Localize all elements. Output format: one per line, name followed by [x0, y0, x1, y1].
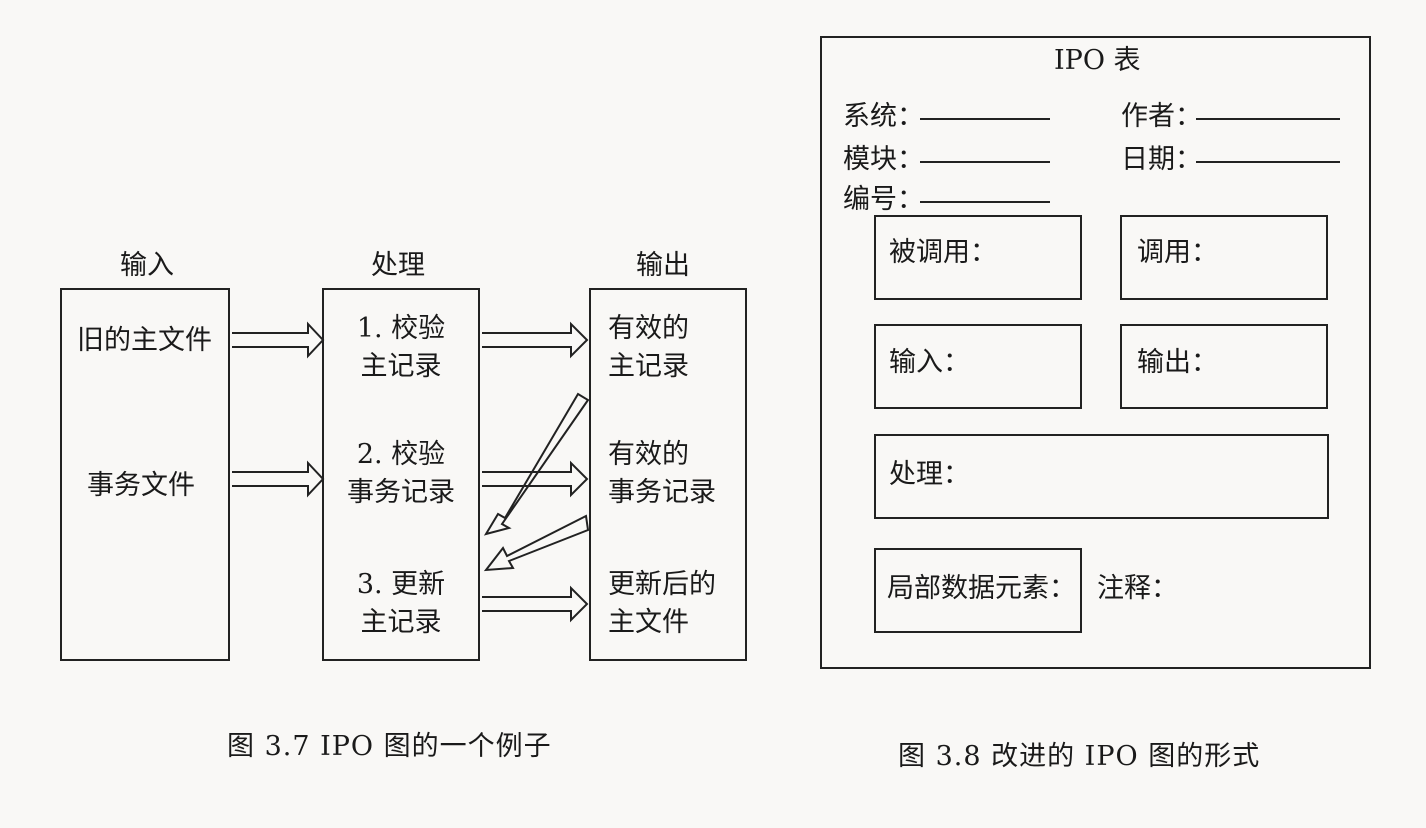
process-step-line: 主记录: [360, 607, 442, 638]
output-item-line: 更新后的: [608, 569, 716, 600]
arrow-icon: [483, 392, 590, 536]
output-column-header: 输出: [636, 250, 690, 281]
process-step-line: 主记录: [360, 351, 442, 382]
process-column-header: 处理: [371, 250, 425, 281]
number-field-line: [920, 201, 1050, 203]
input-label: 输入：: [889, 347, 970, 378]
figure-caption: 图 3.7 IPO 图的一个例子: [227, 731, 552, 762]
local-data-box: [874, 548, 1082, 633]
output-item-line: 有效的: [608, 313, 689, 344]
output-label: 输出：: [1137, 347, 1218, 378]
arrow-icon: [482, 321, 589, 359]
date-label: 日期：: [1121, 144, 1202, 175]
process-step: 3. 更新 主记录: [322, 566, 480, 642]
arrow-icon: [232, 321, 325, 359]
process-step: 2. 校验 事务记录: [322, 436, 480, 512]
ipo-form-frame: [820, 36, 1371, 669]
output-column-box: [589, 288, 747, 661]
process-label: 处理：: [889, 459, 970, 490]
date-field-line: [1196, 161, 1340, 163]
arrow-icon: [483, 514, 590, 572]
local-data-label: 局部数据元素：: [887, 573, 1076, 604]
author-label: 作者：: [1121, 101, 1202, 132]
process-step-line: 3. 更新: [356, 569, 446, 600]
arrow-icon: [482, 460, 589, 498]
input-box: [874, 324, 1082, 409]
author-field-line: [1196, 118, 1340, 120]
arrow-icon: [232, 460, 325, 498]
output-item-line: 有效的: [608, 439, 689, 470]
process-step: 1. 校验 主记录: [322, 310, 480, 386]
input-column-header: 输入: [120, 250, 174, 281]
system-field-line: [920, 118, 1050, 120]
ipo-form-title: IPO 表: [1054, 45, 1141, 76]
output-item: 更新后的 主文件: [608, 566, 716, 642]
called-by-box: [874, 215, 1082, 300]
output-box: [1120, 324, 1328, 409]
module-field-line: [920, 161, 1050, 163]
process-box: [874, 434, 1329, 519]
called-by-label: 被调用：: [889, 237, 997, 268]
number-label: 编号：: [843, 184, 924, 215]
arrow-icon: [482, 585, 589, 623]
process-step-line: 1. 校验: [356, 313, 446, 344]
process-column-box: [322, 288, 480, 661]
output-item-line: 主文件: [608, 607, 689, 638]
calls-box: [1120, 215, 1328, 300]
output-item-line: 主记录: [608, 351, 689, 382]
system-label: 系统：: [843, 101, 924, 132]
input-item: 旧的主文件: [77, 325, 212, 356]
module-label: 模块：: [843, 144, 924, 175]
input-column-box: [60, 288, 230, 661]
output-item-line: 事务记录: [608, 477, 716, 508]
figure-caption: 图 3.8 改进的 IPO 图的形式: [898, 741, 1261, 772]
input-item: 事务文件: [87, 470, 195, 501]
process-step-line: 2. 校验: [356, 439, 446, 470]
output-item: 有效的 事务记录: [608, 436, 716, 512]
calls-label: 调用：: [1137, 237, 1218, 268]
output-item: 有效的 主记录: [608, 310, 689, 386]
process-step-line: 事务记录: [347, 477, 455, 508]
notes-label: 注释：: [1097, 573, 1178, 604]
